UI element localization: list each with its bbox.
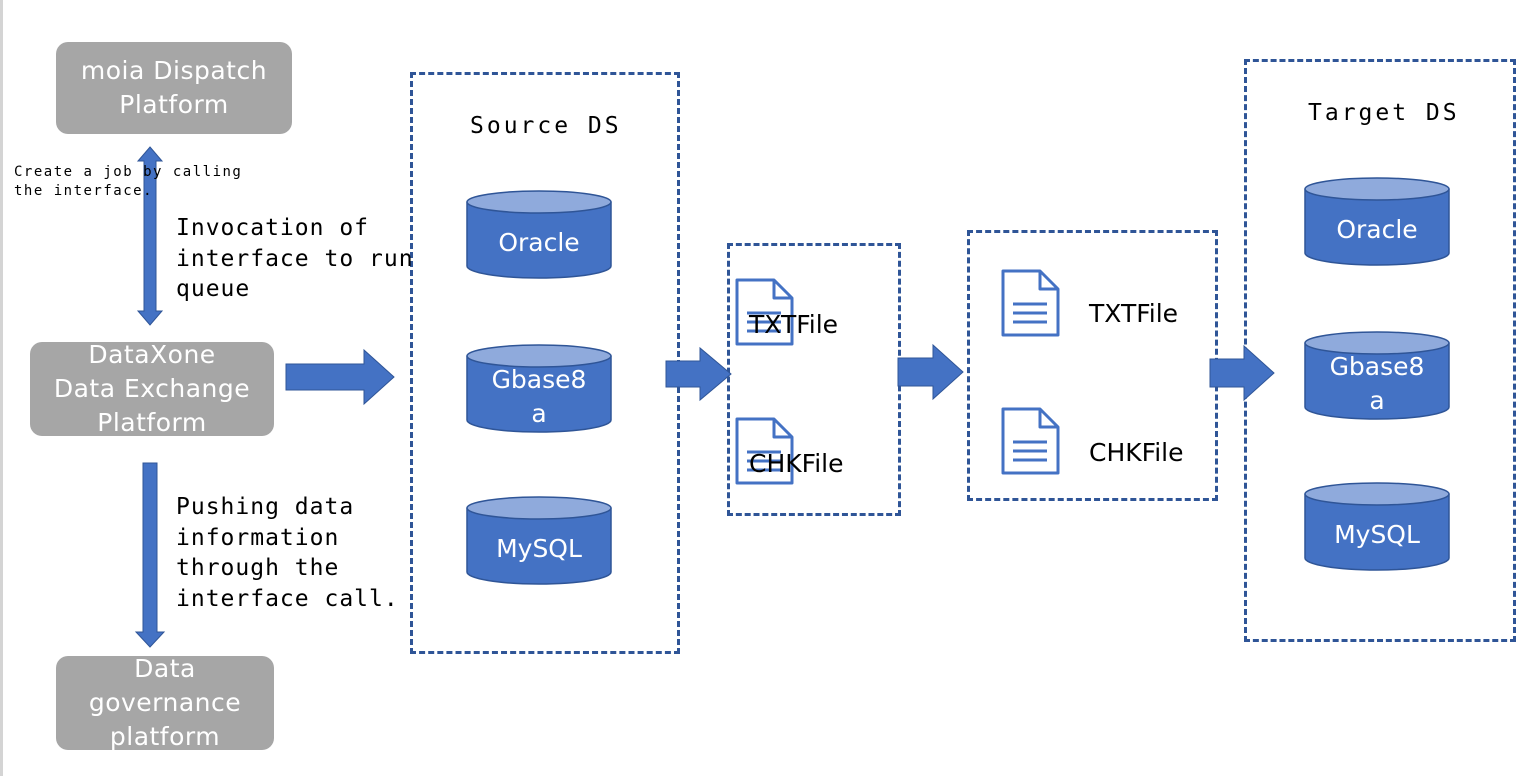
target-mysql-db: MySQL xyxy=(1304,482,1450,572)
dataxone-exchange-platform: DataXone Data Exchange Platform xyxy=(30,342,274,436)
source-gbase-label: Gbase8 a xyxy=(466,365,612,428)
txt-file-label-b: TXTFile xyxy=(1089,299,1179,328)
moia-dispatch-line-2: Platform xyxy=(119,90,229,119)
moia-dispatch-platform: moia Dispatch Platform xyxy=(56,42,292,134)
create-job-line-2: the interface. xyxy=(14,183,154,199)
pushing-line-3: through the xyxy=(176,555,340,581)
dataxone-line-1: DataXone xyxy=(88,342,216,369)
pushing-line-1: Pushing data xyxy=(176,494,355,520)
target-oracle-label: Oracle xyxy=(1304,199,1450,261)
right-arrow-icon-1 xyxy=(285,348,395,406)
database-icon xyxy=(466,190,612,279)
right-arrow-icon-2 xyxy=(665,346,732,402)
right-arrow-icon-4 xyxy=(1209,344,1275,402)
source-mysql-text: MySQL xyxy=(496,534,582,563)
source-gbase-text-2: a xyxy=(531,399,547,428)
target-mysql-text: MySQL xyxy=(1334,520,1420,549)
create-job-caption: Create a job by calling the interface. xyxy=(14,163,242,201)
target-gbase-label: Gbase8 a xyxy=(1304,352,1450,415)
target-oracle-text: Oracle xyxy=(1336,215,1418,244)
dataxone-line-2: Data Exchange xyxy=(53,374,251,403)
target-ds-title: Target DS xyxy=(1308,100,1460,126)
pushing-line-2: information xyxy=(176,524,340,551)
invocation-line-3: queue xyxy=(176,276,251,302)
create-job-line-1: Create a job by calling xyxy=(14,164,243,180)
txt-file-label-a: TXTFile xyxy=(749,310,839,339)
data-governance-platform: Data governance platform xyxy=(56,656,274,750)
source-oracle-text: Oracle xyxy=(498,228,580,257)
governance-line-3: platform xyxy=(109,722,221,750)
left-edge-line xyxy=(0,0,3,776)
moia-dispatch-line-1: moia Dispatch xyxy=(80,56,268,85)
target-gbase-text-1: Gbase8 xyxy=(1329,352,1425,381)
invocation-caption: Invocation of interface to run queue xyxy=(176,213,414,305)
source-oracle-db: Oracle xyxy=(466,190,612,280)
target-oracle-db: Oracle xyxy=(1304,177,1450,267)
database-icon xyxy=(1304,482,1450,571)
down-arrow-icon xyxy=(134,462,166,648)
governance-line-1: Data xyxy=(134,656,196,683)
source-mysql-label: MySQL xyxy=(466,518,612,580)
governance-line-2: governance xyxy=(88,688,242,717)
source-gbase-db: Gbase8 a xyxy=(466,344,612,434)
database-icon xyxy=(1304,331,1450,420)
txt-document-icon-a xyxy=(735,278,794,346)
target-gbase-db: Gbase8 a xyxy=(1304,331,1450,421)
chk-file-label-b: CHKFile xyxy=(1089,438,1184,467)
chk-document-icon-a xyxy=(735,417,794,485)
chk-document-icon-b xyxy=(1001,407,1060,475)
database-icon xyxy=(466,344,612,433)
dataxone-line-3: Platform xyxy=(97,408,207,436)
source-ds-title: Source DS xyxy=(470,113,622,139)
txt-document-icon-b xyxy=(1001,269,1060,337)
target-gbase-text-2: a xyxy=(1369,386,1385,415)
chk-file-label-a: CHKFile xyxy=(749,449,844,478)
target-mysql-label: MySQL xyxy=(1304,504,1450,566)
source-oracle-label: Oracle xyxy=(466,212,612,274)
pushing-line-4: interface call. xyxy=(176,585,399,612)
invocation-line-2: interface to run xyxy=(176,245,414,272)
invocation-line-1: Invocation of xyxy=(176,215,370,241)
database-icon xyxy=(1304,177,1450,266)
database-icon xyxy=(466,496,612,585)
pushing-caption: Pushing data information through the int… xyxy=(176,492,399,614)
source-mysql-db: MySQL xyxy=(466,496,612,586)
right-arrow-icon-3 xyxy=(897,343,964,401)
source-gbase-text-1: Gbase8 xyxy=(491,365,587,394)
vertical-double-arrow-icon xyxy=(136,146,164,326)
